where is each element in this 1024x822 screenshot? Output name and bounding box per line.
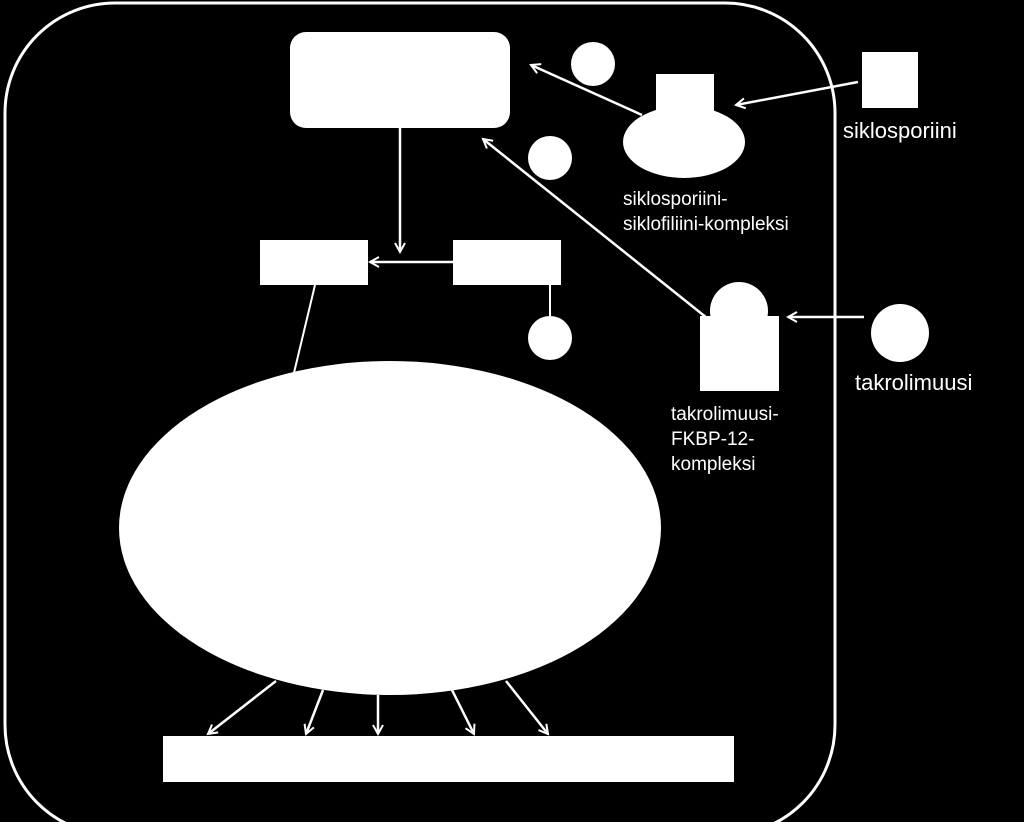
tacrolimus-complex-label-line-2: FKBP-12- <box>671 429 755 450</box>
arrow-nucleus-output <box>208 680 277 734</box>
arrow-nucleus-output <box>450 689 474 734</box>
nfat-box <box>260 240 368 285</box>
phosphate-circle <box>528 136 572 180</box>
tacrolimus-complex-label-line-3: kompleksi <box>671 454 756 475</box>
arrow-nucleus-output <box>306 689 325 734</box>
cyclosporine-square <box>862 52 918 108</box>
cyclosporine-bound-square <box>656 74 714 114</box>
tacrolimus-label: takrolimuusi <box>855 370 973 395</box>
calcineurin-box <box>290 32 510 128</box>
phosphate-circle <box>571 42 615 86</box>
output-bar <box>163 736 734 782</box>
cell-membrane <box>3 1 837 822</box>
fkbp12-shape <box>700 316 779 391</box>
cyclosporine-complex-label-line-1: siklosporiini- <box>623 189 728 210</box>
phosphorylated-nfat-box <box>453 240 561 285</box>
arrow-cyclosporine-to-complex <box>736 80 859 105</box>
cyclophilin-shape <box>623 106 745 178</box>
cyclosporine-label: siklosporiini <box>843 118 957 143</box>
tacrolimus-circle <box>871 304 929 362</box>
arrow-tacrolimus-complex-to-calcineurin <box>483 139 713 323</box>
arrow-complex-to-calcineurin <box>531 65 643 117</box>
tacrolimus-complex-label-line-1: takrolimuusi- <box>671 404 779 425</box>
nucleus <box>119 361 661 695</box>
arrow-nucleus-output <box>505 680 548 734</box>
phosphate-circle <box>528 316 572 360</box>
cyclosporine-complex-label-line-2: siklofiliini-kompleksi <box>623 214 789 235</box>
nfat-to-nucleus-line <box>292 284 316 378</box>
